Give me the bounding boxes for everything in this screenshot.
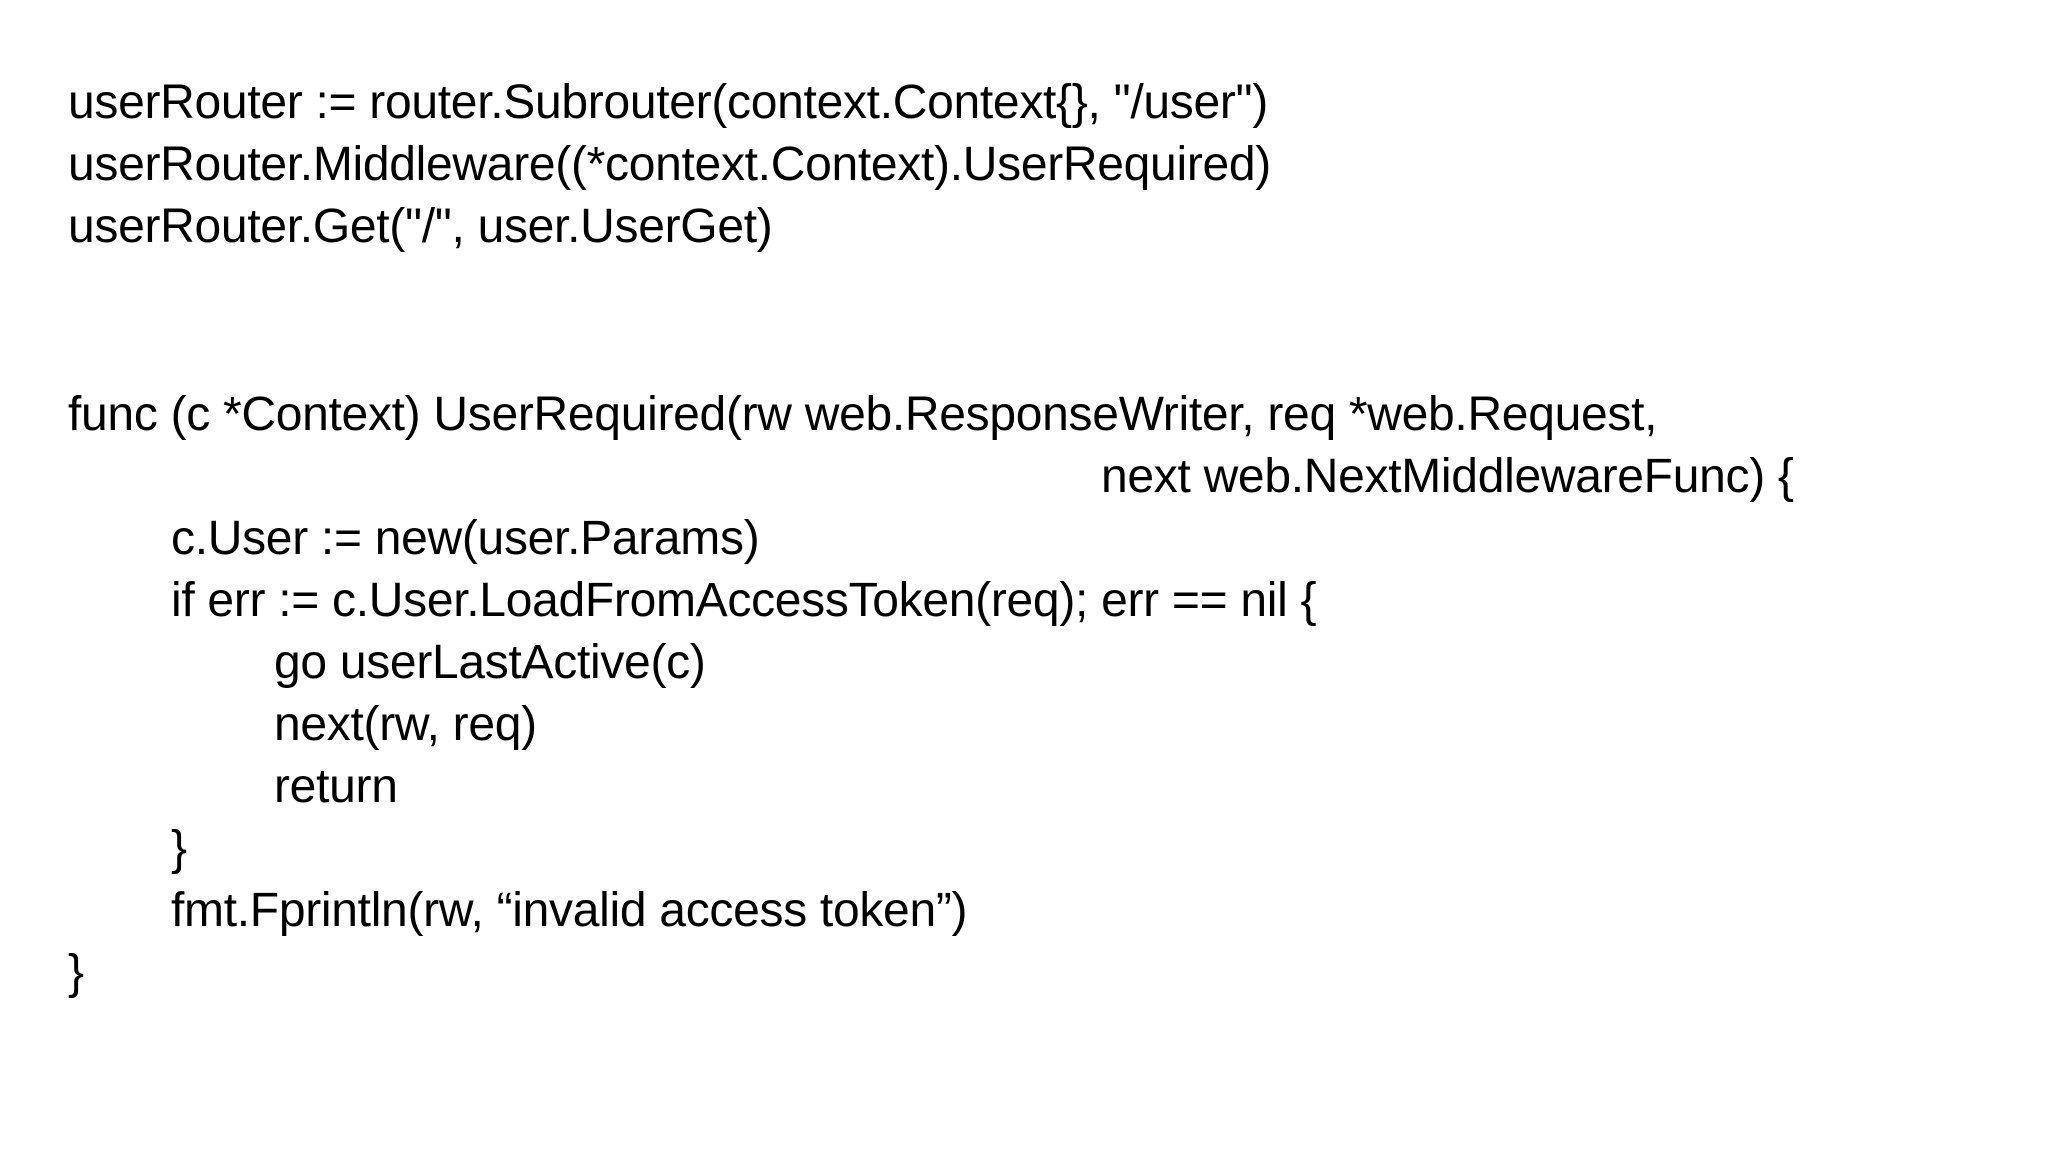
code-line-return: return — [274, 760, 398, 813]
code-line-func-close-brace: } — [68, 946, 84, 999]
code-line-next-call: next(rw, req) — [274, 698, 537, 751]
code-line-if-load-token: if err := c.User.LoadFromAccessToken(req… — [171, 574, 1317, 627]
code-line-go-last-active: go userLastActive(c) — [274, 636, 706, 689]
code-line-fprintln: fmt.Fprintln(rw, “invalid access token”) — [171, 884, 968, 937]
code-line-if-close-brace: } — [171, 822, 187, 875]
code-line-user-new: c.User := new(user.Params) — [171, 512, 760, 565]
code-line-func-signature-continued: next web.NextMiddlewareFunc) { — [1101, 450, 1794, 503]
code-line-router-get: userRouter.Get("/", user.UserGet) — [68, 200, 773, 253]
code-line-func-signature: func (c *Context) UserRequired(rw web.Re… — [68, 388, 1658, 441]
code-line-router-subrouter: userRouter := router.Subrouter(context.C… — [68, 76, 1268, 129]
code-line-router-middleware: userRouter.Middleware((*context.Context)… — [68, 138, 1271, 191]
